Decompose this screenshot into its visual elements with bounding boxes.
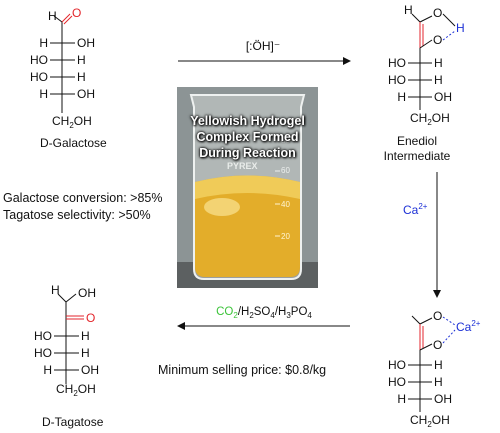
complex-o2: O bbox=[433, 338, 442, 352]
complex-c5-left: H bbox=[397, 392, 406, 406]
tagatose-name: D-Tagatose bbox=[42, 415, 104, 429]
calcium-reagent: Ca2+ bbox=[403, 202, 428, 217]
complex-c4-right: H bbox=[434, 375, 443, 389]
complex-c4-left: HO bbox=[388, 375, 406, 389]
beaker-mark-40: 40 bbox=[281, 200, 290, 209]
galactose-c2-right: OH bbox=[77, 36, 95, 50]
enediol-h-bridge: H bbox=[456, 21, 465, 35]
caption-line-3: During Reaction bbox=[199, 146, 296, 160]
galactose-aldehyde-o: O bbox=[72, 6, 81, 20]
enediol-h-left: H bbox=[404, 3, 413, 17]
complex-c3-left: HO bbox=[388, 358, 406, 372]
tagatose-c5-left: H bbox=[43, 363, 52, 377]
beaker-mark-20: 20 bbox=[281, 232, 290, 241]
enediol-c3-left: HO bbox=[388, 56, 406, 70]
enediol-c4-left: HO bbox=[388, 73, 406, 87]
galactose-c5-left: H bbox=[39, 87, 48, 101]
beaker-mark-60: 60 bbox=[281, 166, 290, 175]
caption-line-1: Yellowish Hydrogel bbox=[190, 114, 305, 128]
galactose-c3-right: H bbox=[77, 53, 86, 67]
tagatose-h-top: H bbox=[51, 283, 60, 297]
tagatose-c5-right: OH bbox=[81, 363, 99, 377]
enediol-name-line1: Enediol bbox=[397, 134, 437, 148]
enediol-c5-left: H bbox=[397, 90, 406, 104]
acidification-arrow: CO2/H2SO4/H3PO4 bbox=[177, 306, 350, 330]
enediol-c4-right: H bbox=[434, 73, 443, 87]
tagatose-keto-o: O bbox=[86, 311, 95, 325]
beaker-illustration: PYREX 60 40 20 80 bbox=[177, 87, 318, 288]
enediol-o2: O bbox=[433, 33, 442, 47]
complex-c5-right: OH bbox=[434, 392, 452, 406]
enediol-c5-right: OH bbox=[434, 90, 452, 104]
tagatose-c4-right: H bbox=[81, 346, 90, 360]
tagatose-selectivity: Tagatose selectivity: >50% bbox=[3, 208, 151, 222]
galactose-aldehyde-h: H bbox=[48, 9, 57, 23]
galactose-ch2oh: CH2OH bbox=[52, 114, 92, 130]
caption-line-2: Complex Formed bbox=[196, 130, 299, 144]
enediol-ch2oh: CH2OH bbox=[410, 111, 450, 127]
minimum-selling-price: Minimum selling price: $0.8/kg bbox=[158, 363, 327, 377]
d-galactose-structure: H O H OH HO H HO H H OH CH2OH D-Galactos… bbox=[30, 6, 107, 150]
tagatose-c4-left: HO bbox=[34, 346, 52, 360]
hydrogel-photo: PYREX 60 40 20 80 Yellowish Hydrogel Com… bbox=[177, 87, 318, 288]
d-tagatose-structure: H OH O HO H HO H H OH CH2OH D-Tagatose bbox=[34, 283, 104, 429]
galactose-c3-left: HO bbox=[30, 53, 48, 67]
calcium-arrow: Ca2+ bbox=[403, 172, 441, 298]
base-catalysis-arrow: [:ÖH]⁻ bbox=[178, 39, 351, 65]
hydroxide-reagent: [:ÖH]⁻ bbox=[246, 39, 280, 53]
tagatose-c3-right: H bbox=[81, 329, 90, 343]
complex-calcium-ion: Ca2+ bbox=[456, 319, 481, 334]
enediol-o1: O bbox=[433, 6, 442, 20]
tagatose-oh-top: OH bbox=[78, 286, 96, 300]
galactose-c4-left: HO bbox=[30, 70, 48, 84]
beaker-mark-80: 80 bbox=[281, 136, 290, 145]
enediol-c3-right: H bbox=[434, 56, 443, 70]
enediol-structure: H O O H HO H HO H H OH CH2OH Enediol Int… bbox=[384, 3, 465, 163]
galactose-c2-left: H bbox=[39, 36, 48, 50]
tagatose-c3-left: HO bbox=[34, 329, 52, 343]
galactose-conversion: Galactose conversion: >85% bbox=[3, 191, 163, 205]
tagatose-ch2oh: CH2OH bbox=[56, 382, 96, 398]
hydrogel-caption: Yellowish Hydrogel Complex Formed During… bbox=[177, 113, 318, 161]
complex-o1: O bbox=[433, 309, 442, 323]
complex-c3-right: H bbox=[434, 358, 443, 372]
enediol-name-line2: Intermediate bbox=[384, 149, 451, 163]
complex-ch2oh: CH2OH bbox=[410, 413, 450, 429]
calcium-complex-structure: O O Ca2+ HO H HO H H OH CH2OH bbox=[388, 309, 481, 429]
beaker-brand: PYREX bbox=[227, 161, 258, 171]
galactose-c4-right: H bbox=[77, 70, 86, 84]
galactose-name: D-Galactose bbox=[40, 136, 107, 150]
galactose-c5-right: OH bbox=[77, 87, 95, 101]
acid-reagents: CO2/H2SO4/H3PO4 bbox=[216, 306, 312, 320]
